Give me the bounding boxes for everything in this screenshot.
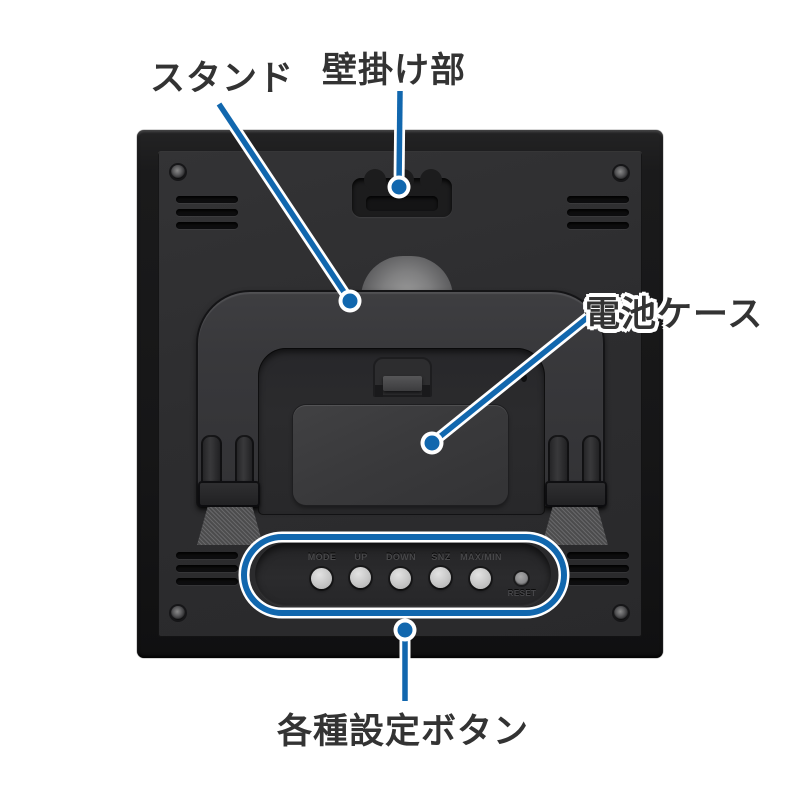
clock-back-body: MODE UP DOWN SNZ MAX/MIN RESET	[137, 130, 663, 658]
battery-door-latch	[373, 357, 432, 397]
snz-button-label: SNZ	[431, 552, 451, 562]
mount-notch	[364, 169, 386, 191]
mount-inner-slot	[366, 196, 438, 211]
rubber-foot-right	[542, 507, 608, 545]
vent-top-right	[567, 196, 629, 244]
settings-buttons-annotation-label: 各種設定ボタン	[277, 712, 530, 751]
latch-notch	[375, 385, 383, 397]
vent-top-left	[176, 196, 238, 244]
stand-annotation-label: スタンド	[150, 59, 295, 98]
settings-button-recess: MODE UP DOWN SNZ MAX/MIN RESET	[255, 543, 551, 606]
wall-mount-slot	[352, 169, 452, 217]
snz-button	[430, 567, 451, 588]
stand-hinge-left	[198, 435, 260, 507]
maxmin-button	[470, 568, 491, 589]
reset-button	[515, 572, 528, 585]
vent-bottom-left	[176, 552, 238, 600]
screw-top-right	[614, 166, 628, 180]
maxmin-button-label: MAX/MIN	[460, 552, 502, 562]
battery-case-door	[293, 405, 508, 505]
vent-bottom-right	[567, 552, 629, 600]
rubber-foot-left	[197, 507, 263, 545]
battery-case-annotation-label: 電池ケース	[585, 295, 764, 334]
wall-mount-annotation-label: 壁掛け部	[322, 51, 467, 90]
mount-notch	[392, 169, 414, 191]
mount-notch	[420, 169, 442, 191]
reset-button-label: RESET	[507, 589, 537, 598]
down-button-label: DOWN	[385, 552, 417, 562]
latch-notch	[422, 385, 430, 397]
up-button	[350, 567, 371, 588]
mode-button	[311, 568, 332, 589]
screw-bottom-right	[614, 606, 628, 620]
pin-hole	[521, 374, 527, 382]
down-button	[390, 568, 411, 589]
screw-top-left	[171, 165, 185, 179]
screw-bottom-left	[171, 606, 185, 620]
stand-hinge-right	[545, 435, 607, 507]
latch-tab	[383, 376, 422, 391]
up-button-label: UP	[354, 552, 368, 562]
mode-button-label: MODE	[307, 552, 337, 562]
